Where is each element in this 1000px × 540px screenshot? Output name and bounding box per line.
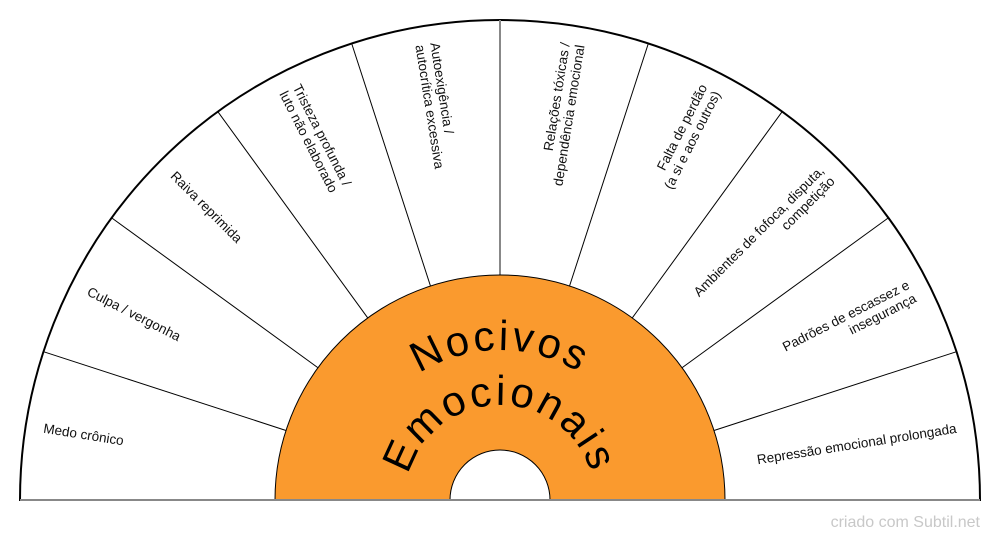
segment-divider	[713, 351, 957, 431]
segment-divider	[43, 351, 287, 431]
segment-divider	[351, 43, 431, 287]
segment-divider	[631, 111, 783, 319]
segment-divider	[681, 217, 889, 369]
segment-divider	[569, 43, 649, 287]
segment-divider	[217, 111, 369, 319]
segment-divider	[111, 217, 319, 369]
center-semicircle	[274, 274, 726, 501]
credit-link[interactable]: criado com Subtil.net	[830, 514, 980, 531]
